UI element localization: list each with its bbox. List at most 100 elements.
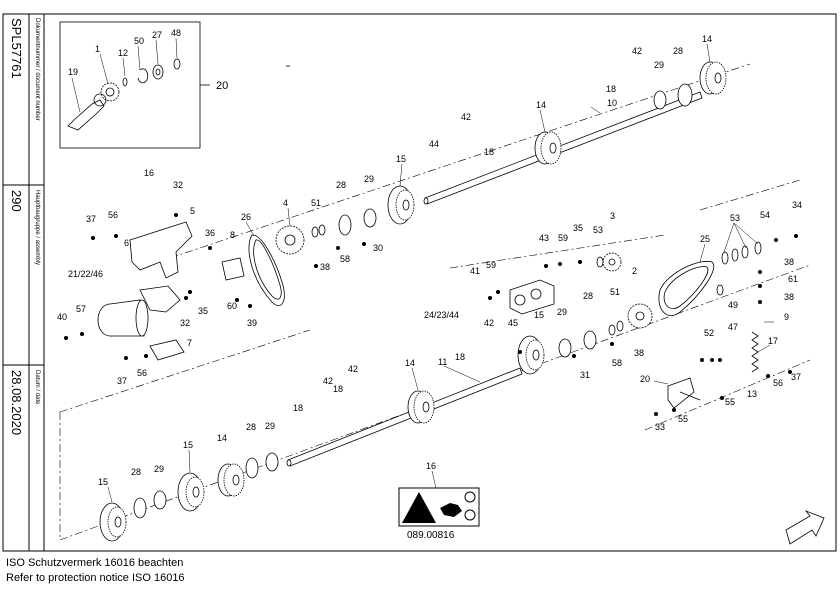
callout: 42: [461, 112, 471, 122]
protection-notice-en: Refer to protection notice ISO 16016: [6, 572, 185, 584]
callout: 28: [583, 291, 593, 301]
callout: 15: [183, 440, 193, 450]
callout: 24/23/44: [424, 310, 459, 320]
callout: 29: [654, 60, 664, 70]
callout: 59: [558, 233, 568, 243]
callout: 6: [124, 238, 129, 248]
callout: 12: [118, 48, 128, 58]
protection-notice-de: ISO Schutzvermerk 16016 beachten: [6, 557, 184, 569]
belts: [248, 234, 715, 316]
callout: 3: [610, 211, 615, 221]
callout: 47: [728, 322, 738, 332]
callout: 59: [486, 260, 496, 270]
callout: 29: [364, 174, 374, 184]
callout: 28: [673, 46, 683, 56]
callout: 43: [539, 233, 549, 243]
callout: 54: [760, 210, 770, 220]
leader-lines: [71, 37, 774, 503]
callout: 52: [704, 328, 714, 338]
drawing-date: 28.08.2020: [9, 370, 24, 435]
callout: 15: [396, 154, 406, 164]
callout: 48: [171, 28, 181, 38]
direction-arrow: [785, 510, 825, 545]
callout: 18: [293, 403, 303, 413]
callout: 1: [95, 44, 100, 54]
callout: 55: [678, 414, 688, 424]
callout: 25: [700, 234, 710, 244]
callout: 14: [217, 433, 227, 443]
callout: 42: [484, 318, 494, 328]
callout: 4: [283, 198, 288, 208]
callout: 21/22/46: [68, 269, 103, 279]
callout: 35: [198, 306, 208, 316]
callout: 40: [57, 312, 67, 322]
assembly-number: 290: [9, 190, 24, 212]
inset-box: [59, 21, 201, 149]
callout: 15: [534, 310, 544, 320]
callout: 18: [455, 352, 465, 362]
callout: 32: [173, 180, 183, 190]
callout: 7: [187, 338, 192, 348]
callout: 15: [98, 477, 108, 487]
callout: 28: [131, 467, 141, 477]
rotation-icon: [464, 509, 476, 521]
callout: 5: [190, 206, 195, 216]
callout: 56: [137, 368, 147, 378]
callout: 61: [788, 274, 798, 284]
callout: 50: [134, 36, 144, 46]
callout: 28: [336, 180, 346, 190]
callout: 49: [728, 300, 738, 310]
pulleys: [99, 61, 727, 542]
small-fasteners: [64, 213, 798, 416]
callout: 14: [405, 358, 415, 368]
callout: 11: [438, 357, 447, 367]
callout: 38: [784, 292, 794, 302]
callout: 51: [311, 198, 321, 208]
callout: 29: [265, 421, 275, 431]
callout: 20: [640, 374, 650, 384]
callout: 29: [154, 464, 164, 474]
inset-callout: 20: [216, 80, 228, 92]
callout: 36: [205, 228, 215, 238]
callout: 42: [632, 46, 642, 56]
callout: 53: [593, 225, 603, 235]
bearings: [133, 83, 762, 519]
callout: 55: [725, 397, 735, 407]
protection-notice: ISO Schutzvermerk 16016 beachten Refer t…: [6, 556, 185, 586]
document-number: SPL57761: [9, 18, 24, 79]
callout: 60: [227, 301, 237, 311]
callout: 38: [784, 257, 794, 267]
callout: 13: [747, 389, 757, 399]
warning-triangle-icon: [402, 492, 436, 523]
callout: 41: [470, 266, 480, 276]
callout: 58: [612, 358, 622, 368]
callout: 28: [246, 422, 256, 432]
callout: 18: [606, 84, 616, 94]
callout: 53: [730, 213, 740, 223]
callout: 8: [230, 230, 235, 240]
callout: 51: [610, 287, 620, 297]
shafts: [286, 91, 703, 467]
sign-code: 089.00816: [407, 530, 455, 541]
callout: 33: [655, 422, 665, 432]
spring: [751, 331, 759, 373]
callout: 10: [607, 98, 617, 108]
callout: 14: [536, 100, 546, 110]
callout: 31: [580, 370, 590, 380]
callout: 18: [333, 384, 343, 394]
callout: 26: [241, 212, 251, 222]
callout: 42: [348, 364, 358, 374]
callout: 35: [573, 223, 583, 233]
callout: 56: [773, 378, 783, 388]
callout: 29: [557, 307, 567, 317]
callout: 56: [108, 210, 118, 220]
callout: 38: [634, 348, 644, 358]
rotation-icon: [464, 491, 476, 503]
callout-labels: 1 12 50 27 48 19 42 28 14 18 29 10 14 42…: [57, 28, 802, 487]
callout: 37: [117, 376, 127, 386]
document-number-caption: Dokumentnummer / document number: [34, 18, 40, 121]
callout: 17: [768, 336, 778, 346]
callout: 37: [791, 372, 801, 382]
callout: 18: [484, 147, 494, 157]
